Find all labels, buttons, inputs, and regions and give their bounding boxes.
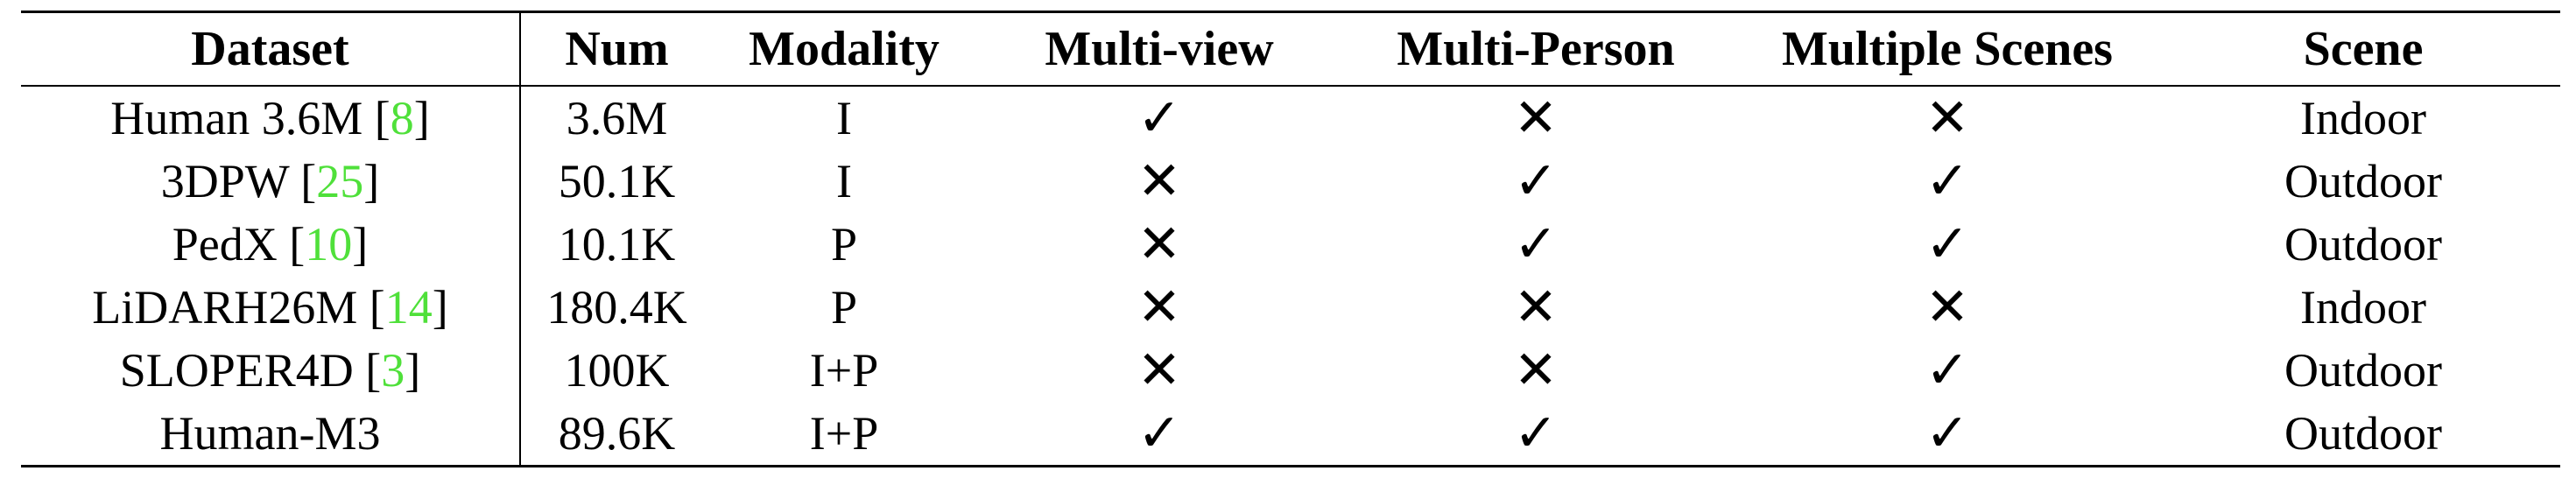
cell-dataset: 3DPW [25]: [21, 150, 521, 213]
header-scene: Scene: [2303, 22, 2424, 76]
cell-num: 10.1K: [558, 218, 676, 271]
cross-icon: ✕: [1925, 277, 1970, 338]
table-row: Human-M3 89.6K I+P ✓ ✓ ✓ Outdoor: [21, 402, 2560, 467]
check-icon: ✓: [1925, 214, 1970, 275]
cell-dataset: PedX [10]: [21, 213, 521, 276]
cell-scene: Outdoor: [2284, 407, 2442, 460]
dataset-name: SLOPER4D: [119, 344, 354, 397]
check-icon: ✓: [1137, 88, 1182, 149]
cell-multi-view: ✕: [975, 213, 1343, 276]
cell-modality: I: [836, 155, 852, 207]
check-icon: ✓: [1137, 403, 1182, 464]
cell-multi-person: ✕: [1343, 339, 1728, 402]
header-dataset: Dataset: [21, 11, 521, 86]
cell-multi-person: ✕: [1343, 86, 1728, 150]
dataset-name: LiDARH26M: [92, 281, 358, 334]
cell-multi-view: ✓: [975, 86, 1343, 150]
citation-ref[interactable]: [14]: [357, 281, 448, 334]
table-row: LiDARH26M [14] 180.4K P ✕ ✕ ✕ Indoor: [21, 276, 2560, 339]
cell-multiple-scenes: ✓: [1728, 339, 2166, 402]
cell-multi-view: ✓: [975, 402, 1343, 467]
cell-multiple-scenes: ✓: [1728, 402, 2166, 467]
header-multi-person: Multi-Person: [1397, 22, 1675, 76]
header-multiple-scenes: Multiple Scenes: [1782, 22, 2113, 76]
cell-modality: I+P: [809, 407, 879, 460]
cell-num: 100K: [564, 344, 670, 397]
table-row: SLOPER4D [3] 100K I+P ✕ ✕ ✓ Outdoor: [21, 339, 2560, 402]
cross-icon: ✕: [1513, 277, 1559, 338]
cell-num: 50.1K: [558, 155, 676, 207]
cell-scene: Outdoor: [2284, 155, 2442, 207]
dataset-name: PedX: [172, 218, 278, 271]
cell-multiple-scenes: ✕: [1728, 86, 2166, 150]
dataset-comparison-table: Dataset Num Modality Multi-view Multi-Pe…: [21, 11, 2560, 467]
cell-dataset: LiDARH26M [14]: [21, 276, 521, 339]
citation-ref[interactable]: [3]: [353, 344, 421, 397]
cell-dataset: Human 3.6M [8]: [21, 86, 521, 150]
citation-ref[interactable]: [25]: [288, 155, 380, 207]
cell-multi-person: ✕: [1343, 276, 1728, 339]
cell-num: 89.6K: [558, 407, 676, 460]
citation-number[interactable]: 3: [381, 344, 405, 397]
cell-multi-person: ✓: [1343, 150, 1728, 213]
cross-icon: ✕: [1137, 340, 1182, 401]
comparison-table-container: Dataset Num Modality Multi-view Multi-Pe…: [21, 11, 2560, 467]
header-modality: Modality: [749, 22, 940, 76]
citation-number[interactable]: 10: [305, 218, 353, 271]
cell-modality: P: [830, 281, 858, 334]
cross-icon: ✕: [1137, 151, 1182, 212]
table-row: 3DPW [25] 50.1K I ✕ ✓ ✓ Outdoor: [21, 150, 2560, 213]
cell-dataset: Human-M3: [21, 402, 521, 467]
check-icon: ✓: [1925, 340, 1970, 401]
cell-modality: I+P: [809, 344, 879, 397]
cross-icon: ✕: [1925, 88, 1970, 149]
header-multi-view: Multi-view: [1045, 22, 1274, 76]
cross-icon: ✕: [1137, 277, 1182, 338]
cell-num: 180.4K: [546, 281, 687, 334]
cell-num: 3.6M: [566, 92, 668, 144]
citation-number[interactable]: 14: [384, 281, 433, 334]
dataset-name: 3DPW: [160, 155, 289, 207]
cell-scene: Outdoor: [2284, 344, 2442, 397]
cell-scene: Indoor: [2300, 92, 2426, 144]
cell-scene: Outdoor: [2284, 218, 2442, 271]
check-icon: ✓: [1925, 151, 1970, 212]
dataset-name: Human 3.6M: [110, 92, 363, 144]
cell-multi-person: ✓: [1343, 213, 1728, 276]
cell-dataset: SLOPER4D [3]: [21, 339, 521, 402]
cross-icon: ✕: [1513, 88, 1559, 149]
citation-ref[interactable]: [10]: [277, 218, 369, 271]
citation-number[interactable]: 8: [390, 92, 414, 144]
cell-modality: P: [830, 218, 858, 271]
cell-multi-person: ✓: [1343, 402, 1728, 467]
cross-icon: ✕: [1513, 340, 1559, 401]
cell-multi-view: ✕: [975, 276, 1343, 339]
dataset-name: Human-M3: [159, 407, 381, 460]
check-icon: ✓: [1513, 403, 1559, 464]
cell-scene: Indoor: [2300, 281, 2426, 334]
citation-number[interactable]: 25: [316, 155, 364, 207]
check-icon: ✓: [1513, 151, 1559, 212]
cell-modality: I: [836, 92, 852, 144]
cell-multiple-scenes: ✕: [1728, 276, 2166, 339]
cell-multi-view: ✕: [975, 339, 1343, 402]
table-header-row: Dataset Num Modality Multi-view Multi-Pe…: [21, 11, 2560, 86]
table-row: Human 3.6M [8] 3.6M I ✓ ✕ ✕ Indoor: [21, 86, 2560, 150]
cell-multiple-scenes: ✓: [1728, 213, 2166, 276]
citation-ref[interactable]: [8]: [362, 92, 430, 144]
check-icon: ✓: [1925, 403, 1970, 464]
cross-icon: ✕: [1137, 214, 1182, 275]
table-row: PedX [10] 10.1K P ✕ ✓ ✓ Outdoor: [21, 213, 2560, 276]
check-icon: ✓: [1513, 214, 1559, 275]
header-num: Num: [565, 22, 669, 76]
cell-multi-view: ✕: [975, 150, 1343, 213]
cell-multiple-scenes: ✓: [1728, 150, 2166, 213]
